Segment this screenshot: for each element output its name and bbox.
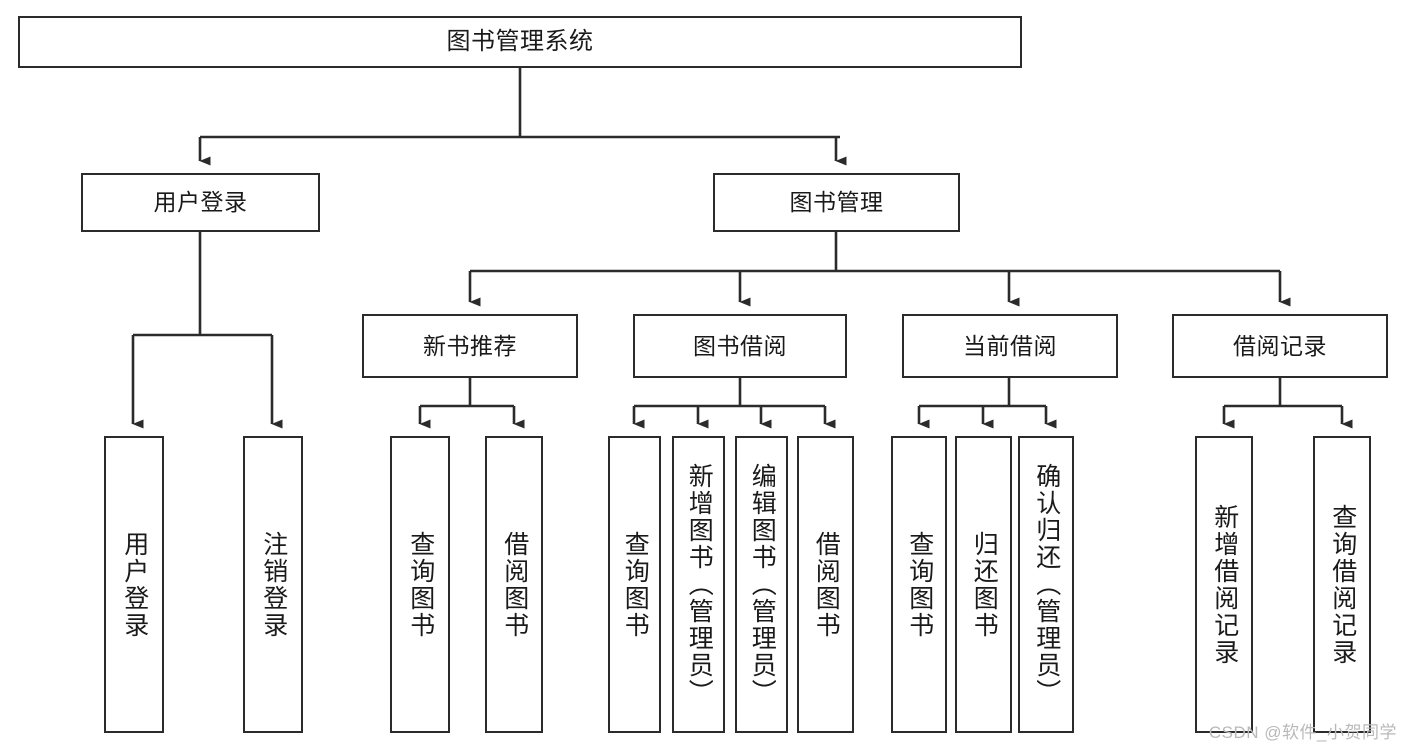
node-leaf-borrow-book-1-label: 借阅图书 bbox=[500, 530, 529, 639]
node-leaf-user-login-label: 用户登录 bbox=[120, 530, 149, 639]
node-new-book-recommend[interactable]: 新书推荐 bbox=[362, 314, 578, 378]
node-borrow-record[interactable]: 借阅记录 bbox=[1172, 314, 1388, 378]
node-leaf-return-book-label: 归还图书 bbox=[970, 530, 999, 639]
node-book-borrow-label: 图书借阅 bbox=[693, 332, 787, 359]
node-root[interactable]: 图书管理系统 bbox=[18, 16, 1022, 68]
node-leaf-query-book-1-label: 查询图书 bbox=[406, 530, 435, 639]
node-leaf-add-record[interactable]: 新增借阅记录 bbox=[1195, 436, 1253, 733]
node-book-management[interactable]: 图书管理 bbox=[713, 173, 960, 232]
node-leaf-user-login[interactable]: 用户登录 bbox=[104, 436, 164, 733]
node-leaf-query-book-1[interactable]: 查询图书 bbox=[390, 436, 450, 733]
node-borrow-record-label: 借阅记录 bbox=[1233, 332, 1327, 359]
node-leaf-confirm-return[interactable]: 确认归还（管理员） bbox=[1018, 436, 1074, 733]
node-leaf-edit-book[interactable]: 编辑图书（管理员） bbox=[735, 436, 788, 733]
node-leaf-query-book-3-label: 查询图书 bbox=[905, 530, 934, 639]
node-leaf-return-book[interactable]: 归还图书 bbox=[955, 436, 1012, 733]
node-leaf-query-book-2[interactable]: 查询图书 bbox=[608, 436, 661, 733]
node-leaf-query-book-3[interactable]: 查询图书 bbox=[891, 436, 947, 733]
node-leaf-query-record-label: 查询借阅记录 bbox=[1328, 503, 1357, 666]
node-leaf-add-record-label: 新增借阅记录 bbox=[1210, 503, 1239, 666]
node-current-borrow[interactable]: 当前借阅 bbox=[902, 314, 1118, 378]
node-leaf-borrow-book-2[interactable]: 借阅图书 bbox=[797, 436, 854, 733]
node-leaf-add-book-label: 新增图书（管理员） bbox=[685, 463, 714, 706]
node-user-login[interactable]: 用户登录 bbox=[81, 173, 320, 232]
node-user-login-label: 用户登录 bbox=[153, 189, 248, 216]
node-book-borrow[interactable]: 图书借阅 bbox=[633, 314, 847, 378]
node-book-management-label: 图书管理 bbox=[789, 189, 884, 216]
node-leaf-user-logout[interactable]: 注销登录 bbox=[243, 436, 303, 733]
node-leaf-edit-book-label: 编辑图书（管理员） bbox=[748, 463, 777, 706]
node-leaf-borrow-book-1[interactable]: 借阅图书 bbox=[485, 436, 543, 733]
node-root-label: 图书管理系统 bbox=[446, 28, 594, 56]
node-current-borrow-label: 当前借阅 bbox=[963, 332, 1057, 359]
node-leaf-query-record[interactable]: 查询借阅记录 bbox=[1313, 436, 1371, 733]
node-leaf-query-book-2-label: 查询图书 bbox=[621, 530, 650, 639]
node-leaf-borrow-book-2-label: 借阅图书 bbox=[812, 530, 841, 639]
node-new-book-recommend-label: 新书推荐 bbox=[423, 332, 517, 359]
node-leaf-add-book[interactable]: 新增图书（管理员） bbox=[672, 436, 725, 733]
node-leaf-confirm-return-label: 确认归还（管理员） bbox=[1032, 463, 1061, 706]
node-leaf-user-logout-label: 注销登录 bbox=[259, 530, 288, 639]
